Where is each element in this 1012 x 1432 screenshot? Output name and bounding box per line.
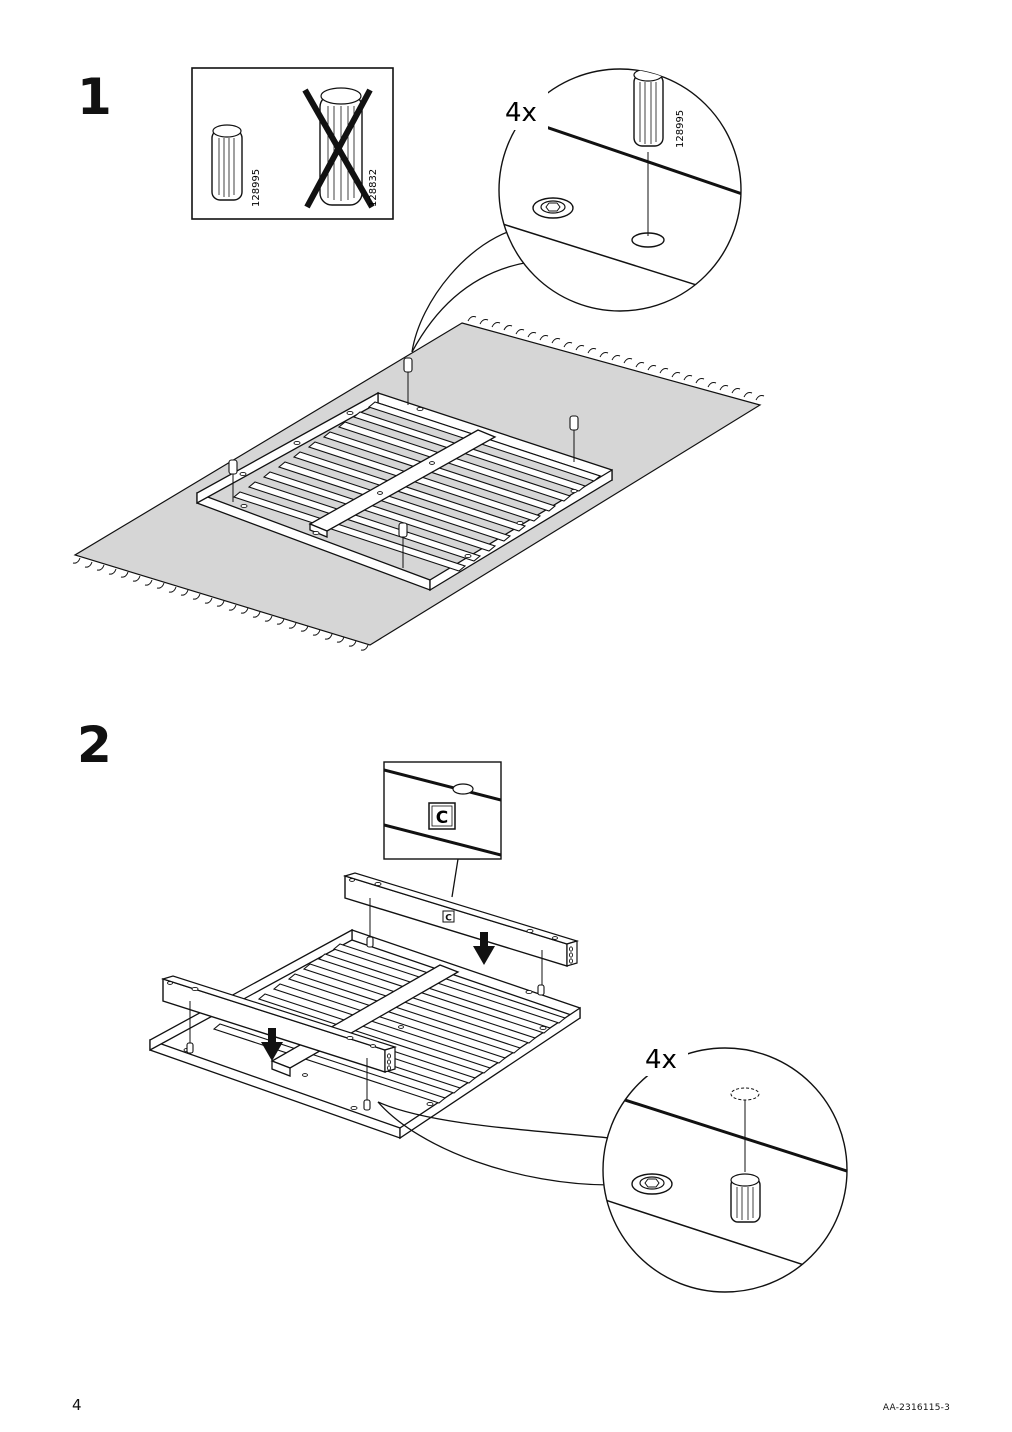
down-arrow-icon (261, 1028, 283, 1061)
page-number: 4 (72, 1396, 82, 1414)
label-c-inset: C (383, 761, 502, 898)
rug (72, 316, 765, 651)
slatted-frame-step1 (196, 391, 613, 592)
correct-dowel-icon (211, 124, 243, 201)
cross-out-icon (302, 88, 375, 209)
step1-quantity: 4x (505, 98, 537, 128)
slatted-frame-step2 (149, 928, 581, 1140)
zoom-callout-step2: 4x (377, 1038, 848, 1293)
label-c-letter: C (436, 808, 448, 828)
step2-quantity: 4x (645, 1045, 677, 1075)
side-rail-c-back: C (342, 872, 580, 985)
dowel-comparison-box: 128995 128832 (191, 67, 394, 220)
down-arrow-icon (473, 932, 495, 965)
zoom-dowel-part-id: 128995 (675, 110, 686, 148)
wrong-dowel-part-id: 128832 (368, 169, 379, 207)
step-2-number: 2 (77, 716, 112, 774)
step-1-number: 1 (77, 68, 112, 126)
side-rail-front (160, 975, 398, 1100)
document-id: AA-2316115-3 (882, 1403, 950, 1413)
dowels-step1 (228, 357, 579, 568)
correct-dowel-part-id: 128995 (251, 169, 262, 207)
zoom-callout-step1: 4x 128995 (411, 68, 742, 353)
rail-label-c: C (445, 914, 452, 924)
